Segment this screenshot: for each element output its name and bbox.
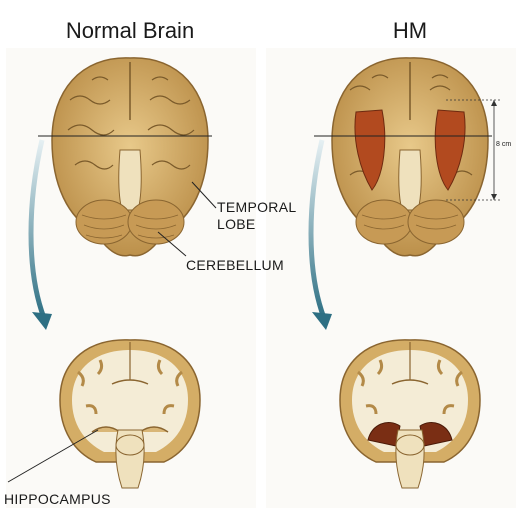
left-arrow-head-icon (32, 312, 52, 330)
right-coronal-lesion (419, 422, 453, 447)
hippocampus-leader-line (7, 429, 99, 483)
hm-brain-inferior-view (331, 57, 489, 257)
right-panel-title: HM (393, 18, 427, 43)
hippocampus-label: HIPPOCAMPUS (4, 491, 111, 507)
temporal-lobe-label-line2: LOBE (217, 216, 256, 232)
left-lesion (354, 109, 386, 191)
measurement-bracket (446, 99, 500, 201)
left-curved-arrow (28, 139, 47, 319)
right-arrow-head-icon (312, 312, 332, 330)
measurement-label: 8 cm (496, 141, 511, 148)
hm-brain-coronal-section (339, 339, 481, 489)
normal-brain-inferior-view (51, 57, 209, 257)
right-curved-arrow (308, 139, 327, 319)
left-panel-title: Normal Brain (66, 18, 194, 43)
cerebellum-leader-line (157, 231, 187, 257)
temporal-lobe-label-line1: TEMPORAL (217, 199, 296, 215)
cerebellum-label: CEREBELLUM (186, 257, 284, 273)
right-lesion (434, 109, 466, 191)
temporal-leader-line (191, 181, 217, 209)
left-coronal-lesion (367, 422, 401, 447)
